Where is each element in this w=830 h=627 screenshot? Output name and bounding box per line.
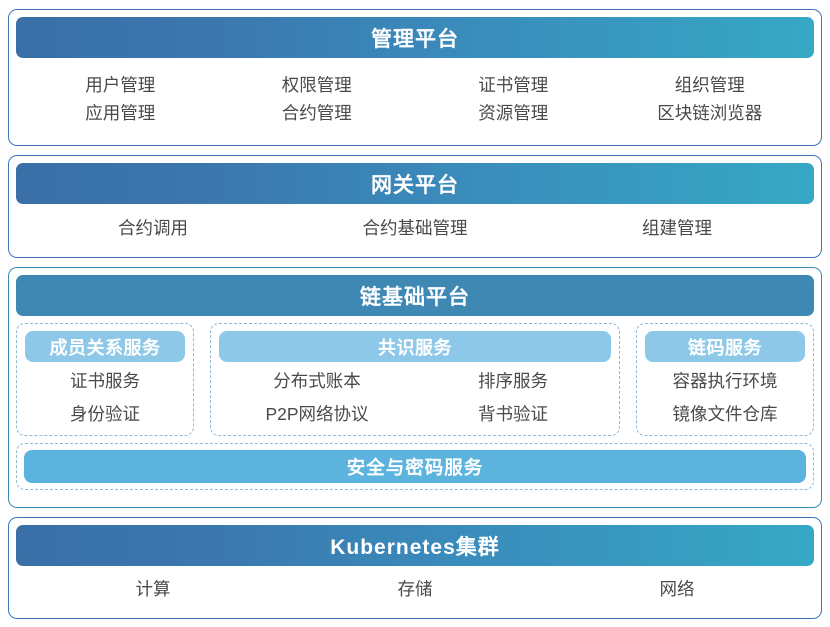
item-contract-management: 合约管理 — [281, 103, 352, 123]
item-certificate-service: 证书服务 — [70, 371, 140, 391]
kubernetes-cluster-items: 计算 存储 网络 — [16, 566, 814, 614]
item-identity-verification: 身份验证 — [70, 404, 140, 424]
group-chaincode-service: 链码服务 容器执行环境 镜像文件仓库 — [636, 323, 814, 436]
item-contract-base-management: 合约基础管理 — [362, 217, 468, 238]
management-platform-title: 管理平台 — [16, 17, 814, 58]
consensus-service-title: 共识服务 — [219, 331, 611, 362]
item-p2p-network-protocol: P2P网络协议 — [265, 404, 369, 424]
gateway-platform-title: 网关平台 — [16, 163, 814, 204]
item-permission-management: 权限管理 — [281, 74, 352, 95]
management-column: 用户管理 应用管理 — [85, 73, 155, 127]
member-relationship-service-title: 成员关系服务 — [25, 331, 185, 362]
member-relationship-service-items: 证书服务 身份验证 — [25, 362, 185, 430]
group-member-relationship-service: 成员关系服务 证书服务 身份验证 — [16, 323, 194, 436]
item-application-management: 应用管理 — [85, 103, 156, 123]
item-endorsement-verification: 背书验证 — [478, 404, 548, 424]
management-column: 证书管理 资源管理 — [478, 73, 548, 127]
gateway-platform-items: 合约调用 合约基础管理 组建管理 — [16, 204, 814, 253]
item-compute: 计算 — [135, 579, 171, 600]
layer-gateway-platform: 网关平台 合约调用 合约基础管理 组建管理 — [8, 155, 822, 258]
layer-management-platform: 管理平台 用户管理 应用管理 权限管理 合约管理 证书管理 资源管理 组织管理 … — [8, 9, 822, 146]
kubernetes-cluster-title: Kubernetes集群 — [16, 525, 814, 566]
item-network: 网络 — [659, 579, 695, 600]
consensus-service-items: 分布式账本 排序服务 P2P网络协议 背书验证 — [219, 362, 611, 430]
item-resource-management: 资源管理 — [478, 103, 549, 123]
item-user-management: 用户管理 — [85, 74, 156, 95]
chaincode-service-items: 容器执行环境 镜像文件仓库 — [645, 362, 805, 430]
item-component-management: 组建管理 — [642, 217, 712, 238]
chain-base-platform-title: 链基础平台 — [16, 275, 814, 316]
item-blockchain-explorer: 区块链浏览器 — [657, 103, 763, 123]
item-certificate-management: 证书管理 — [478, 74, 549, 95]
item-container-runtime-environment: 容器执行环境 — [672, 371, 778, 391]
chaincode-service-title: 链码服务 — [645, 331, 805, 362]
item-ordering-service: 排序服务 — [478, 371, 548, 391]
layer-chain-base-platform: 链基础平台 成员关系服务 证书服务 身份验证 共识服务 分布式账本 排序服务 — [8, 267, 822, 508]
group-security-crypto-service: 安全与密码服务 — [16, 443, 814, 490]
management-column: 组织管理 区块链浏览器 — [657, 73, 762, 127]
item-storage: 存储 — [397, 579, 433, 600]
management-platform-items: 用户管理 应用管理 权限管理 合约管理 证书管理 资源管理 组织管理 区块链浏览… — [16, 58, 814, 141]
layer-kubernetes-cluster: Kubernetes集群 计算 存储 网络 — [8, 517, 822, 619]
group-consensus-service: 共识服务 分布式账本 排序服务 P2P网络协议 背书验证 — [210, 323, 620, 436]
management-column: 权限管理 合约管理 — [282, 73, 352, 127]
chain-base-platform-body: 成员关系服务 证书服务 身份验证 共识服务 分布式账本 排序服务 P2P网络协议… — [16, 323, 814, 490]
item-contract-invocation: 合约调用 — [118, 217, 188, 238]
security-crypto-service-title: 安全与密码服务 — [24, 450, 806, 483]
item-distributed-ledger: 分布式账本 — [273, 371, 361, 391]
chain-service-groups: 成员关系服务 证书服务 身份验证 共识服务 分布式账本 排序服务 P2P网络协议… — [16, 323, 814, 436]
item-organization-management: 组织管理 — [674, 74, 745, 95]
item-image-file-repository: 镜像文件仓库 — [672, 404, 778, 424]
